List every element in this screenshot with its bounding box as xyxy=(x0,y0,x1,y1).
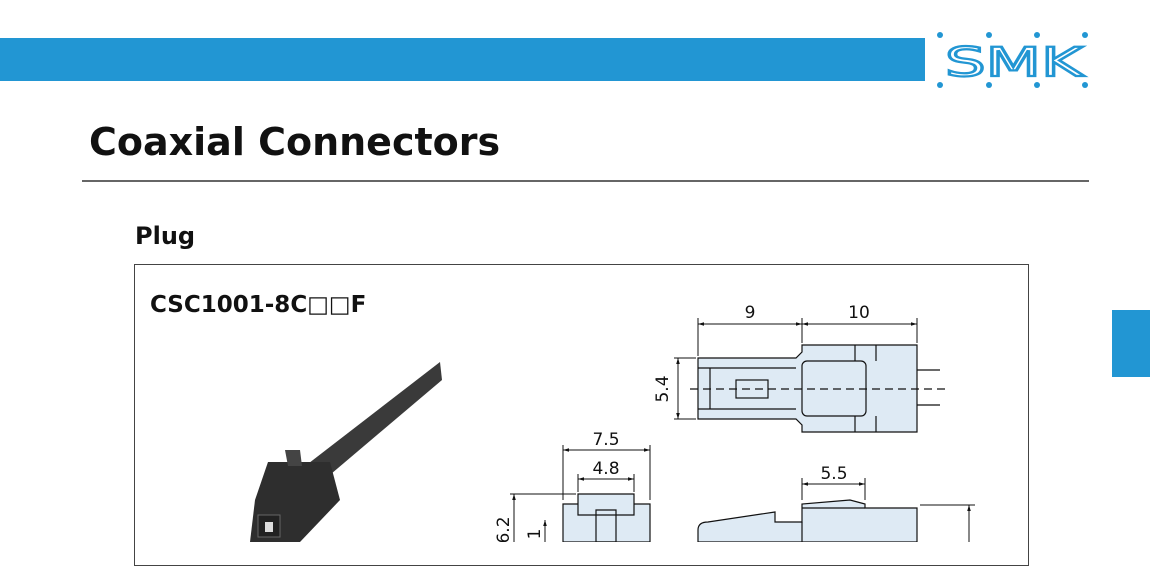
brand-name: SMK xyxy=(945,40,1086,86)
product-photo xyxy=(250,362,442,542)
header-bar xyxy=(0,38,925,81)
dim-top-right: 10 xyxy=(848,303,870,323)
dim-top-height: 5.4 xyxy=(653,375,673,402)
model-number: CSC1001-8C□□F xyxy=(150,292,367,318)
dim-front-width: 7.5 xyxy=(592,430,619,450)
dim-side-latch: 5.5 xyxy=(820,464,847,484)
dim-front-inner: 4.8 xyxy=(592,459,619,479)
side-tab[interactable] xyxy=(1112,310,1150,377)
technical-drawing: 9 10 5.4 7.5 4.8 6.2 1 5.5 xyxy=(250,303,975,542)
smk-logo: SMK xyxy=(937,32,1088,88)
page-title: Coaxial Connectors xyxy=(89,120,501,164)
dim-front-height: 6.2 xyxy=(494,516,514,542)
dim-top-left: 9 xyxy=(745,303,756,323)
dim-front-step: 1 xyxy=(525,529,545,540)
title-divider xyxy=(82,180,1089,182)
section-heading: Plug xyxy=(135,222,196,250)
